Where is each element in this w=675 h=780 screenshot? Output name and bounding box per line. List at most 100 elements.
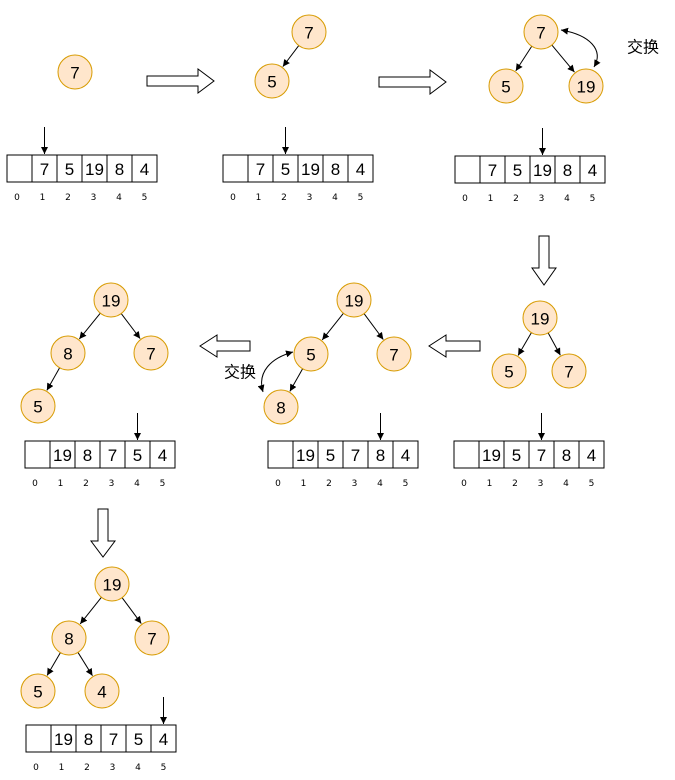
node-label: 19 bbox=[531, 310, 550, 329]
node-circle bbox=[522, 300, 558, 336]
array-cell bbox=[56, 154, 83, 183]
array-index: 0 bbox=[33, 763, 39, 773]
array-cell bbox=[529, 155, 556, 184]
node-circle bbox=[523, 14, 559, 50]
array-cell bbox=[554, 155, 581, 184]
tree-edge-arrow bbox=[363, 313, 384, 340]
node-circle bbox=[376, 336, 412, 372]
step-arrow-down bbox=[531, 235, 557, 286]
array-cell bbox=[347, 154, 374, 183]
array-index: 5 bbox=[358, 193, 364, 203]
node-circle bbox=[293, 336, 329, 372]
array-cell-value: 5 bbox=[513, 161, 522, 180]
tree-edge-arrow bbox=[79, 596, 102, 625]
node-label: 8 bbox=[64, 630, 73, 649]
array-cell bbox=[453, 440, 480, 469]
tree-node: 7 bbox=[376, 336, 412, 372]
array-cell-value: 5 bbox=[326, 446, 335, 465]
node-circle bbox=[50, 335, 86, 371]
tree-edge-arrow bbox=[120, 313, 141, 339]
array-cell-value: 8 bbox=[83, 446, 92, 465]
array-cell bbox=[267, 440, 294, 469]
array-cell-value: 19 bbox=[54, 730, 73, 749]
node-label: 7 bbox=[389, 346, 398, 365]
array-index: 1 bbox=[256, 193, 262, 203]
array-cell bbox=[454, 155, 481, 184]
array-cell-value: 4 bbox=[356, 160, 365, 179]
node-circle bbox=[20, 673, 56, 709]
node-label: 4 bbox=[97, 683, 106, 702]
swap-arrow bbox=[560, 27, 601, 68]
array-cell bbox=[528, 440, 555, 469]
node-label: 7 bbox=[147, 630, 156, 649]
array-index: 2 bbox=[83, 479, 89, 489]
node-circle bbox=[94, 566, 130, 602]
tree-node: 7 bbox=[551, 353, 587, 389]
node-label: 19 bbox=[345, 292, 364, 311]
array-index: 0 bbox=[230, 193, 236, 203]
array-index: 2 bbox=[281, 193, 287, 203]
tree-edge-arrow bbox=[77, 652, 93, 676]
tree-node: 5 bbox=[293, 336, 329, 372]
array-index: 3 bbox=[539, 194, 545, 204]
array-index: 2 bbox=[512, 479, 518, 489]
array-index: 5 bbox=[590, 194, 596, 204]
step-arrow-left bbox=[199, 334, 251, 358]
array-index: 5 bbox=[589, 479, 595, 489]
array-cell bbox=[292, 440, 319, 469]
node-label: 5 bbox=[501, 78, 510, 97]
array-cell-value: 19 bbox=[85, 160, 104, 179]
tree-node: 7 bbox=[523, 14, 559, 50]
tree-edge-arrow bbox=[517, 332, 532, 356]
node-label: 5 bbox=[504, 363, 513, 382]
tree-node: 19 bbox=[94, 566, 130, 602]
array-cell-value: 19 bbox=[296, 446, 315, 465]
node-circle bbox=[488, 68, 524, 104]
array-cell-value: 19 bbox=[482, 446, 501, 465]
array-cell bbox=[31, 154, 58, 183]
array-cell-value: 8 bbox=[376, 446, 385, 465]
step-arrow-right bbox=[146, 68, 215, 94]
tree-edge-arrow bbox=[547, 332, 561, 356]
step-arrow-right bbox=[378, 69, 447, 95]
array-index: 3 bbox=[91, 193, 97, 203]
array-cell bbox=[124, 440, 151, 469]
array-index: 1 bbox=[301, 479, 307, 489]
array-index: 4 bbox=[134, 479, 140, 489]
array-index: 4 bbox=[563, 479, 569, 489]
array-cell bbox=[322, 154, 349, 183]
node-circle bbox=[84, 673, 120, 709]
node-circle bbox=[568, 68, 604, 104]
array-cell-value: 7 bbox=[537, 446, 546, 465]
swap-label: 交换 bbox=[627, 38, 659, 57]
tree-node: 19 bbox=[522, 300, 558, 336]
array-cell-value: 7 bbox=[256, 160, 265, 179]
tree-node: 7 bbox=[291, 14, 327, 50]
array-cell bbox=[74, 440, 101, 469]
node-label: 5 bbox=[33, 398, 42, 417]
step-arrow-left bbox=[428, 334, 481, 358]
node-label: 7 bbox=[70, 64, 79, 83]
tree-edge-arrow bbox=[551, 44, 575, 73]
step-arrow-down bbox=[90, 508, 116, 558]
array-index: 4 bbox=[377, 479, 383, 489]
tree-edge-arrow bbox=[289, 368, 304, 392]
node-label: 7 bbox=[304, 24, 313, 43]
array-cell bbox=[222, 154, 249, 183]
node-label: 19 bbox=[102, 292, 121, 311]
tree-node: 8 bbox=[263, 389, 299, 425]
array-index: 5 bbox=[160, 479, 166, 489]
array-cell-value: 7 bbox=[40, 160, 49, 179]
array-cell-value: 4 bbox=[588, 161, 597, 180]
node-circle bbox=[291, 14, 327, 50]
swap-arrow bbox=[257, 350, 294, 393]
array-index: 2 bbox=[65, 193, 71, 203]
array-cell-value: 7 bbox=[488, 161, 497, 180]
